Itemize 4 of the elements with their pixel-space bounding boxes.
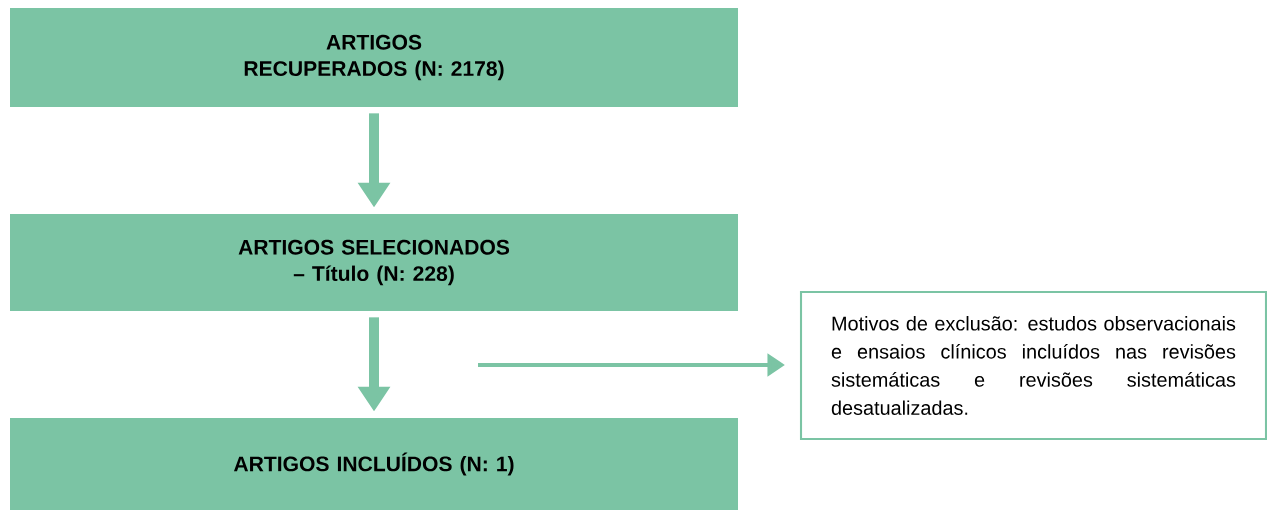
process-box: ARTIGOS INCLUÍDOS (N: 1) <box>10 418 738 510</box>
note-box: Motivos de exclusão: estudos observacionais e ensaios clínicos incluídos nas revisões sistemáticas e revisões sistemáticas desatualizadas. <box>799 290 1267 441</box>
process-box: ARTIGOS RECUPERADOS (N: 2178) <box>10 8 738 107</box>
process-box: ARTIGOS SELECIONADOS – Título (N: 228) <box>10 214 738 311</box>
